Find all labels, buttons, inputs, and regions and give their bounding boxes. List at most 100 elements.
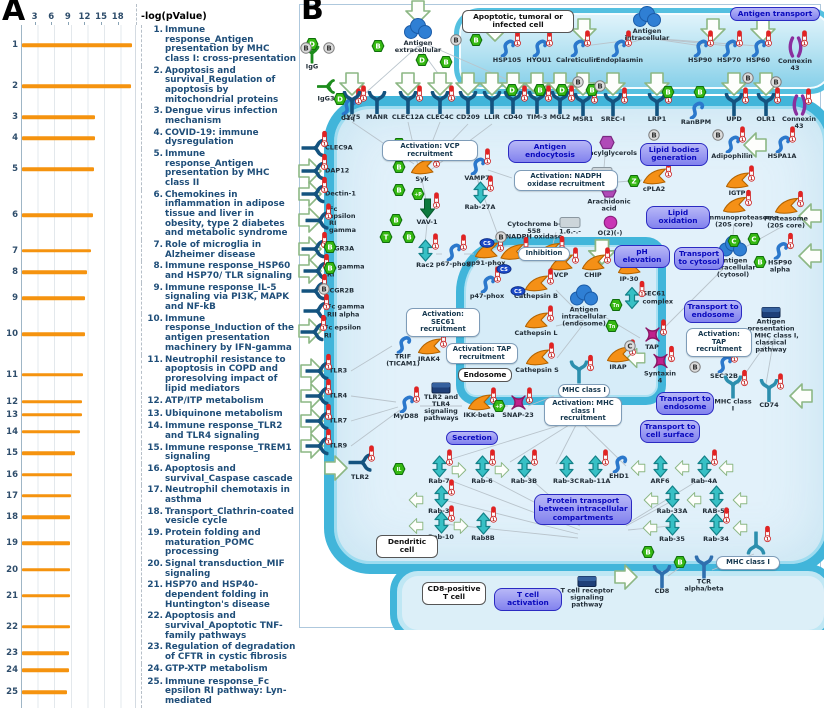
flow-arrow-l bbox=[623, 346, 649, 370]
badge-b-icon: B bbox=[648, 129, 660, 141]
list-item: 19.Protein folding and maturation_POMC p… bbox=[141, 527, 296, 559]
tap-glyph-icon: 1 bbox=[643, 319, 667, 344]
node-cd209: CD209 bbox=[446, 90, 490, 121]
badge-b-icon: B bbox=[392, 184, 406, 197]
process-box-antigen-endocytosis: Antigen endocytosis bbox=[508, 140, 592, 163]
pathway-bar bbox=[22, 332, 85, 336]
node-trif-ticam1: TRIF (TICAM1) bbox=[383, 332, 423, 367]
node-label: Dectin-1 bbox=[325, 189, 356, 198]
pathway-name: Signal transduction_MIF signaling bbox=[165, 558, 285, 579]
endoplasmin-glyph-icon: 1 bbox=[610, 30, 632, 58]
compartment-label-endosome: Endosome bbox=[458, 368, 512, 383]
badge-tn-icon: Tn bbox=[605, 320, 619, 333]
list-item: 25.Immune response_Fc epsilon RI pathway… bbox=[141, 676, 296, 708]
node-label: VAV-1 bbox=[416, 217, 438, 226]
node-label: EHD1 bbox=[609, 471, 629, 480]
node-antigen-intracellular-endosome: Antigen intracellular (endosome) bbox=[560, 284, 608, 327]
node-label: cPLA2 bbox=[642, 184, 666, 193]
pathway-name: Protein folding and maturation_POMC proc… bbox=[165, 527, 261, 558]
list-item: 23.Regulation of degradation of CFTR in … bbox=[141, 642, 296, 664]
node-label: IRAK4 bbox=[417, 354, 440, 363]
list-item-number: 4. bbox=[153, 127, 163, 138]
compartment-label-cd8-positive-t-cell: CD8-positive T cell bbox=[422, 582, 486, 605]
list-item: 24.GTP-XTP metabolism bbox=[141, 664, 296, 676]
pathway-name: Dengue virus infection mechanism bbox=[165, 106, 278, 127]
svg-text:1: 1 bbox=[527, 398, 530, 404]
proteasome-20s-core-glyph-icon: 1 bbox=[774, 190, 804, 215]
bar-number: 9 bbox=[12, 293, 18, 304]
flow-arrow-l bbox=[788, 383, 814, 409]
list-item-number: 10. bbox=[147, 313, 163, 324]
pathway-name: Apoptosis and survival_Apoptotic TNF-fam… bbox=[165, 611, 283, 641]
pathway-bar bbox=[22, 248, 91, 253]
node-recy: 1 bbox=[746, 525, 771, 555]
snap-23-glyph-icon: 1 bbox=[509, 387, 533, 412]
node-label: Rab-3B bbox=[510, 476, 538, 485]
badge-b-icon: B bbox=[439, 56, 453, 69]
pathway-bar bbox=[22, 136, 95, 141]
bar-track bbox=[21, 25, 136, 66]
pathway-bar bbox=[22, 115, 96, 119]
trif-ticam1-glyph-icon bbox=[395, 332, 412, 355]
ehd1-glyph-icon bbox=[611, 452, 628, 474]
svg-text:1: 1 bbox=[447, 460, 450, 466]
hsp90-alpha-glyph-icon: 1 bbox=[772, 232, 794, 261]
rab-11a-glyph-icon: 1 bbox=[587, 449, 609, 478]
node-label: Immunoproteasome (20S core) bbox=[705, 213, 779, 229]
badge-d-icon: D bbox=[415, 54, 429, 67]
node-label: Rab-6 bbox=[471, 476, 493, 485]
node-label: Rab-35 bbox=[659, 534, 685, 543]
flow-arrow-l bbox=[727, 516, 753, 540]
badge-c-icon: C bbox=[747, 233, 761, 246]
connexin-43-glyph-icon: 1 bbox=[788, 30, 808, 58]
label-cytochrome-b-558: Cytochrome b-558 bbox=[503, 220, 565, 235]
list-item-number: 18. bbox=[147, 506, 163, 517]
bar-track bbox=[21, 642, 136, 664]
badge-d-icon: D bbox=[505, 84, 519, 97]
node-label: Rab8B bbox=[471, 533, 495, 542]
tlr7-glyph-icon: 1 bbox=[304, 403, 332, 433]
pathway-bar bbox=[22, 430, 80, 434]
flow-arrow-r bbox=[448, 514, 474, 538]
o-2-glyph-icon bbox=[603, 215, 618, 230]
process-box-transport-to-cytosol: Transport to cytosol bbox=[674, 247, 724, 270]
antigen-intracellular-glyph-icon bbox=[631, 5, 663, 28]
bar-track bbox=[21, 282, 136, 314]
pathway-name: Immune response_Fc epsilon RI pathway: L… bbox=[165, 676, 287, 706]
node-recy: 1 bbox=[569, 354, 594, 385]
svg-text:1: 1 bbox=[798, 202, 801, 208]
bar-track bbox=[21, 408, 136, 422]
dectin-1-glyph-icon: 1 bbox=[300, 176, 328, 206]
bar-number: 14 bbox=[6, 426, 18, 437]
node-label: HSP60 bbox=[746, 55, 770, 64]
bar-number: 11 bbox=[6, 369, 18, 380]
badge-b-icon: B bbox=[389, 214, 403, 227]
node-label: IgG3 bbox=[317, 94, 335, 103]
immunoproteasome-20s-core-glyph-icon: 1 bbox=[722, 189, 752, 214]
node-rab-33a: Rab-33A bbox=[650, 485, 694, 515]
node-label: HSP70 bbox=[717, 55, 741, 64]
vav-1-glyph-icon: 1 bbox=[418, 192, 440, 219]
list-item-number: 20. bbox=[147, 558, 163, 569]
svg-text:1: 1 bbox=[323, 165, 326, 171]
node-label: Syntaxin 4 bbox=[643, 369, 677, 385]
svg-text:1: 1 bbox=[740, 137, 743, 143]
pathway-name: Regulation of degradation of CFTR in cys… bbox=[165, 642, 296, 662]
bar-number: 22 bbox=[6, 621, 18, 632]
list-item: 10.Immune response_Induction of the anti… bbox=[141, 313, 296, 355]
tim-3-glyph-icon: 1 bbox=[527, 85, 552, 115]
svg-text:1: 1 bbox=[323, 188, 326, 194]
node-label: RanBPM bbox=[680, 117, 712, 126]
bar-number: 4 bbox=[12, 133, 18, 144]
svg-text:1: 1 bbox=[356, 99, 359, 105]
badge-b-icon: B bbox=[323, 262, 337, 275]
